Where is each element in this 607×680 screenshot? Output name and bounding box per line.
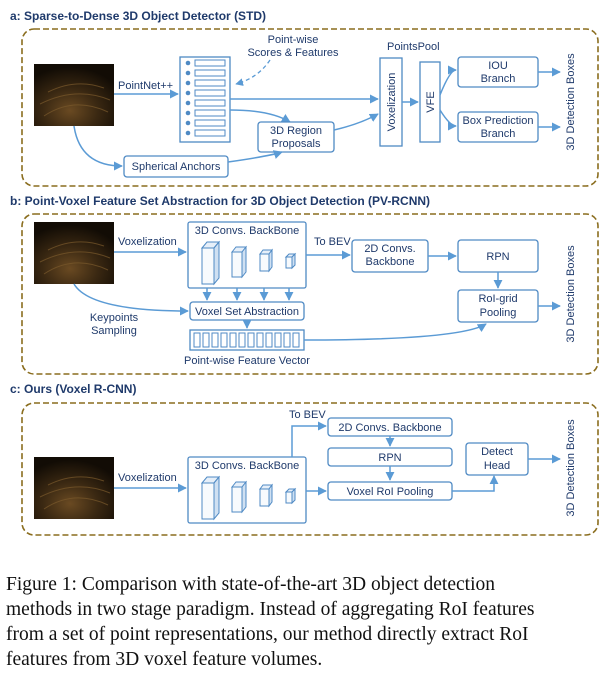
c-roipool-label: Voxel RoI Pooling — [347, 486, 434, 498]
b-pointwise-feature-vector — [189, 329, 305, 351]
arrow-region-to-voxelization — [333, 113, 379, 131]
arrow-b-keypoints — [73, 283, 189, 316]
voxelization-label: Voxelization — [386, 73, 398, 132]
vfe-label: VFE — [425, 91, 437, 112]
boxpred-label-line1: Box Prediction — [463, 115, 534, 127]
section-a-frame — [21, 28, 599, 187]
section-c-frame — [21, 402, 599, 536]
c-rpn-label: RPN — [378, 452, 401, 464]
anchors-label: Spherical Anchors — [132, 161, 221, 173]
section-b-output-label: 3D Detection Boxes — [565, 245, 577, 343]
b-pwfv-label: Point-wise Feature Vector — [184, 355, 310, 367]
scores-label-line2: Scores & Features — [247, 47, 339, 59]
b-vsa-label: Voxel Set Abstraction — [195, 306, 299, 318]
b-backbone2d-label-line2: Backbone — [366, 256, 415, 268]
iou-label-line2: Branch — [481, 73, 516, 85]
section-c-title: c: Ours (Voxel R-CNN) — [10, 382, 136, 396]
b-voxelization-label: Voxelization — [118, 236, 177, 248]
figure-caption: Figure 1: Comparison with state-of-the-a… — [6, 572, 603, 672]
b-keypoints-label-line2: Sampling — [91, 325, 137, 337]
b-roigrid-label-line2: Pooling — [480, 307, 517, 319]
c-voxelization-label: Voxelization — [118, 472, 177, 484]
caption-line-3: from a set of point representations, our… — [6, 624, 529, 645]
scores-dashed-arrow — [235, 59, 271, 86]
pointnet-label: PointNet++ — [118, 80, 173, 92]
arrow-vfe-to-iou — [439, 65, 457, 96]
b-backbone3d-label: 3D Convs. BackBone — [195, 225, 300, 237]
arrow-c-to-backbone2d — [291, 421, 327, 457]
c-backbone2d-label: 2D Convs. Backbone — [338, 422, 441, 434]
b-rpn-label: RPN — [486, 251, 509, 263]
c-feature-volumes — [200, 475, 297, 521]
scores-label-line1: Point-wise — [268, 34, 319, 46]
section-c-lidar-thumbnail — [34, 457, 114, 519]
b-roigrid-label-line1: RoI-grid — [478, 293, 517, 305]
section-b-title: b: Point-Voxel Feature Set Abstraction f… — [10, 194, 430, 208]
c-detect-label-line2: Head — [484, 460, 510, 472]
caption-line-2: methods in two stage paradigm. Instead o… — [6, 599, 535, 620]
c-detect-label-line1: Detect — [481, 446, 513, 458]
iou-label-line1: IOU — [488, 60, 508, 72]
arrow-vfe-to-boxpred — [439, 109, 457, 131]
b-backbone2d-label-line1: 2D Convs. — [364, 243, 415, 255]
caption-line-1: Figure 1: Comparison with state-of-the-a… — [6, 574, 495, 595]
spherical-anchors-box — [123, 155, 229, 178]
pointwise-list-rows — [185, 59, 226, 137]
section-c-output-label: 3D Detection Boxes — [565, 419, 577, 517]
section-a-std: a: Sparse-to-Dense 3D Object Detector (S… — [10, 9, 599, 187]
arrow-b-pwfv-to-roigrid — [303, 323, 487, 341]
pointspool-label: PointsPool — [387, 41, 440, 53]
section-a-title: a: Sparse-to-Dense 3D Object Detector (S… — [10, 9, 266, 23]
vfe-box — [419, 61, 441, 143]
c-backbone3d-label: 3D Convs. BackBone — [195, 460, 300, 472]
section-b-frame — [21, 213, 599, 375]
region-label-line1: 3D Region — [270, 125, 322, 137]
region-proposals-box — [257, 121, 335, 153]
arrow-anchors-to-region — [227, 150, 283, 163]
section-b-lidar-thumbnail — [34, 222, 114, 284]
c-tobev-label: To BEV — [289, 409, 326, 421]
section-b-pvrcnn: b: Point-Voxel Feature Set Abstraction f… — [10, 194, 599, 375]
pointwise-list — [179, 56, 231, 143]
boxpred-label-line2: Branch — [481, 128, 516, 140]
b-tobev-label: To BEV — [314, 236, 351, 248]
arrow-lidar-to-anchors — [73, 125, 123, 171]
section-c-voxel-rcnn: c: Ours (Voxel R-CNN) Voxelization 3D Co… — [10, 382, 599, 536]
region-label-line2: Proposals — [272, 138, 321, 150]
b-feature-volumes — [200, 240, 297, 286]
b-keypoints-label-line1: Keypoints — [90, 312, 139, 324]
section-a-lidar-thumbnail — [34, 64, 114, 126]
section-a-output-label: 3D Detection Boxes — [565, 53, 577, 151]
comparison-figure: a: Sparse-to-Dense 3D Object Detector (S… — [10, 9, 599, 536]
arrow-list-to-region — [229, 109, 291, 123]
arrow-c-roipool-to-head — [452, 475, 499, 492]
caption-line-4: features from 3D voxel feature volumes. — [6, 649, 323, 670]
